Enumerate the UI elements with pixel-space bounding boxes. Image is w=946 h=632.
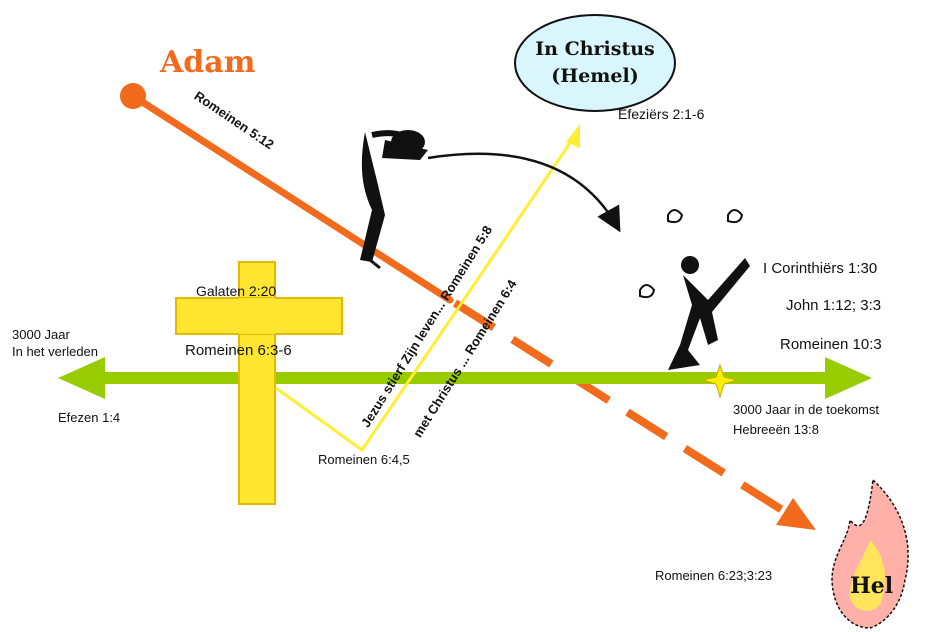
efezen-1-4-label: Efezen 1:4 [58,410,121,425]
hel-label: Hel [850,573,894,599]
future-label: 3000 Jaar in de toekomst [733,402,879,417]
timeline-arrow-right [825,357,872,399]
heaven-label-line1: In Christus [535,38,655,60]
heaven-label-line2: (Hemel) [551,65,639,87]
romeinen-10-3-label: Romeinen 10:3 [780,336,882,353]
romeinen-6-3-label: Romeinen 6:3-6 [185,342,292,359]
transition-arrow [427,152,621,233]
adam-label: Adam [160,45,256,80]
romeinen-6-4-label: Romeinen 6:4,5 [318,452,410,467]
fire-icon [831,478,909,629]
adam-dot [120,83,146,109]
bowing-man-icon [360,130,428,270]
raised-hands-icon [639,209,744,299]
adam-line-solid [129,92,454,304]
timeline-arrow-left [58,357,105,399]
past-label: 3000 Jaar In het verleden [12,327,99,359]
galaten-label: Galaten 2:20 [196,283,277,299]
star-icon [701,363,739,399]
efeziers-label: Efeziërs 2:1-6 [618,106,705,122]
yellow-path-arrowhead [566,124,580,148]
kneeling-worshipper-icon [668,256,750,370]
john-label: John 1:12; 3:3 [786,297,882,314]
heaven-ellipse [514,14,676,112]
adam-line-arrowhead [776,498,816,530]
corinthiers-label: I Corinthiërs 1:30 [763,260,878,277]
hebreeen-label: Hebreeën 13:8 [733,422,820,437]
yellow-path [275,139,574,453]
cross-icon [175,261,343,505]
romeinen-6-23-label: Romeinen 6:23;3:23 [655,568,773,583]
